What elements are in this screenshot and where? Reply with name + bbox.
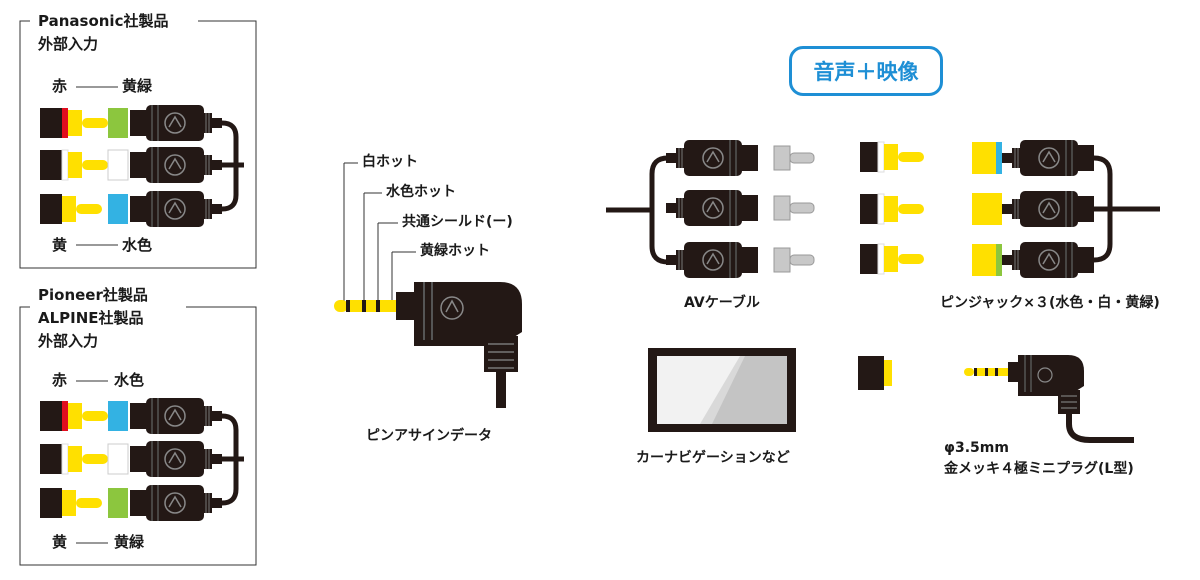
pin-label-shield: 共通シールド(ー)	[402, 214, 513, 230]
pioneer-top-left-color: 赤	[52, 371, 68, 389]
pin-assign-caption: ピンアサインデータ	[366, 428, 492, 444]
pin-jacks-middle	[860, 141, 924, 275]
audio-video-badge: 音声＋映像	[789, 46, 943, 96]
panasonic-top-right-color: 黄緑	[122, 77, 153, 95]
panasonic-bottom-right-color: 水色	[122, 236, 153, 254]
pin-assign-plug	[334, 162, 522, 408]
mini-jack	[858, 356, 892, 390]
pioneer-panel	[19, 306, 257, 566]
pioneer-title-line1: Pioneer社製品	[38, 286, 148, 304]
pin-label-white-hot: 白ホット	[362, 154, 418, 170]
pioneer-title-line3: 外部入力	[38, 332, 99, 350]
panasonic-panel	[19, 20, 257, 269]
plug-label-type: 金メッキ４極ミニプラグ(L型)	[944, 461, 1134, 477]
pioneer-top-right-color: 水色	[114, 371, 145, 389]
panasonic-bottom-left-color: 黄	[52, 236, 68, 254]
pinjack-cable	[972, 139, 1160, 279]
pioneer-bottom-left-color: 黄	[52, 533, 68, 551]
pioneer-bottom-right-color: 黄緑	[114, 533, 145, 551]
av-cable	[606, 139, 815, 279]
pin-label-cyan-hot: 水色ホット	[386, 184, 456, 200]
panasonic-title-line1: Panasonic社製品	[38, 12, 169, 30]
pioneer-title-line2: ALPINE社製品	[38, 309, 144, 327]
panasonic-top-left-color: 赤	[52, 77, 68, 95]
pinjack-label: ピンジャック×３(水色・白・黄緑)	[940, 295, 1160, 311]
pin-label-yellowgreen-hot: 黄緑ホット	[420, 243, 490, 259]
plug-label-size: φ3.5mm	[944, 440, 1009, 456]
carnavi-label: カーナビゲーションなど	[636, 450, 790, 466]
panasonic-title-line2: 外部入力	[38, 35, 99, 53]
mini-plug-illustration	[964, 355, 1134, 443]
monitor-illustration	[648, 348, 796, 432]
av-cable-label: AVケーブル	[684, 295, 760, 311]
